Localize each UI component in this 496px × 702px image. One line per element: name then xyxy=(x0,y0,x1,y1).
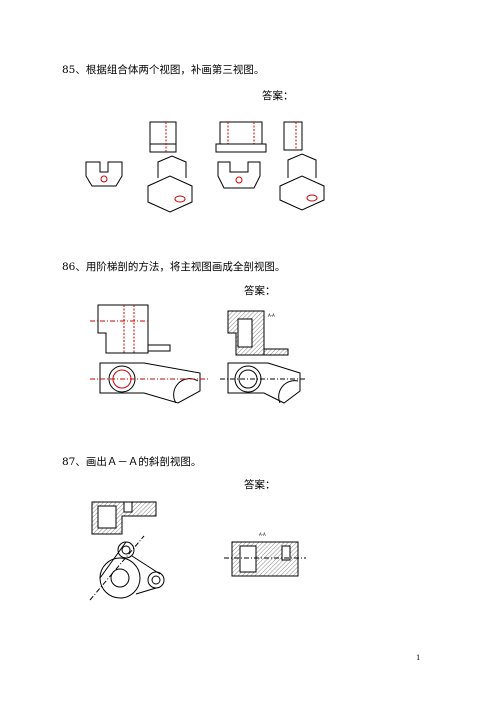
question-87-text: 87、画出Ａ－Ａ的斜剖视图。 xyxy=(62,456,202,468)
page-number: 1 xyxy=(416,654,421,662)
section-label-87: A-A xyxy=(259,532,266,537)
question-86-text: 86、用阶梯剖的方法，将主视图画成全剖视图。 xyxy=(62,261,286,273)
answer-label-86: 答案： xyxy=(244,285,276,297)
figure-87: A-A xyxy=(84,496,314,606)
answer-label-87: 答案： xyxy=(244,479,276,491)
figure-86-drawing xyxy=(90,304,306,404)
section-label-86: A-A xyxy=(268,313,275,318)
figure-86: A-A xyxy=(88,299,308,407)
question-85-text: 85、根据组合体两个视图，补画第三视图。 xyxy=(62,64,265,76)
figure-85 xyxy=(80,114,335,214)
figure-87-drawing xyxy=(89,501,306,601)
answer-label-85: 答案： xyxy=(262,90,294,102)
figure-85-drawing xyxy=(85,121,325,213)
